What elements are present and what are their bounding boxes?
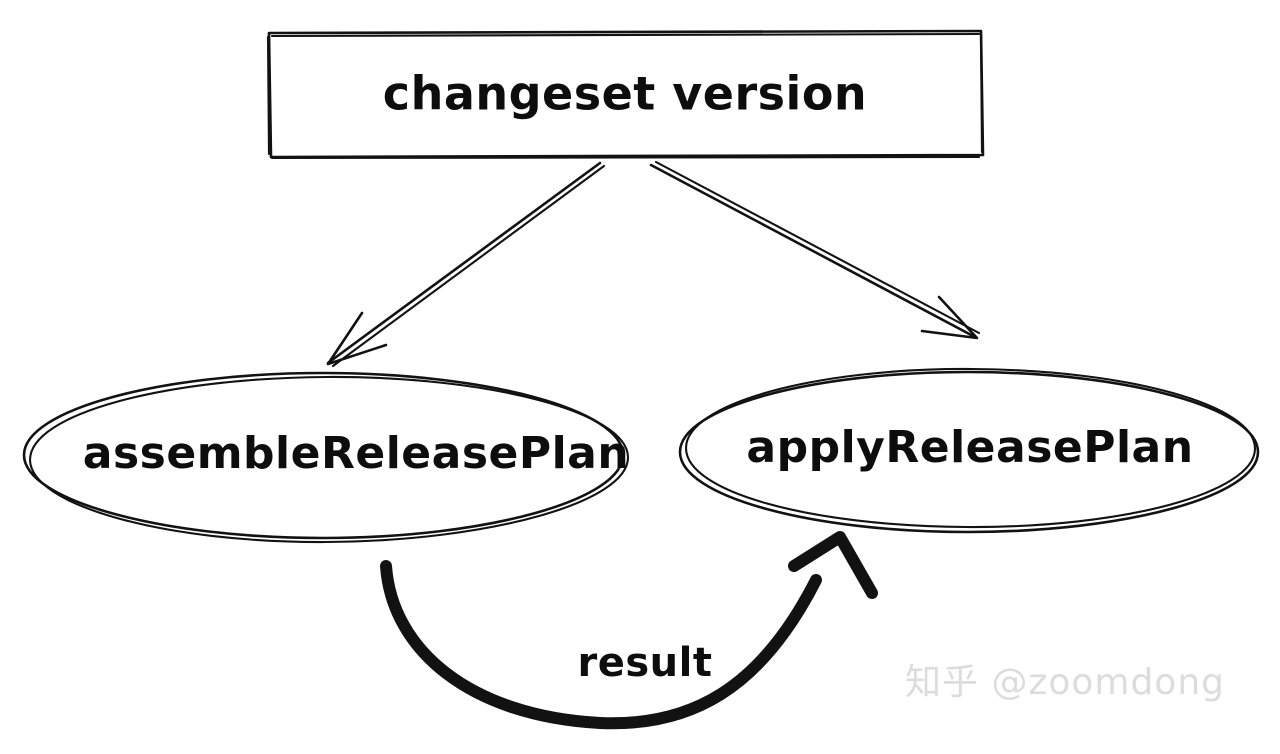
changeset-version-box-outline-second-pass (266, 32, 984, 160)
node-apply-release-plan[interactable]: applyReleasePlan (678, 367, 1260, 534)
apply-release-plan-ellipse-outline (678, 370, 1260, 534)
edge-changeset-to-assemble-line-second-pass (331, 164, 606, 368)
apply-release-plan-label: applyReleasePlan (746, 422, 1193, 473)
edge-changeset-to-assemble-line (326, 161, 602, 365)
watermark-label: 知乎 @zoomdong (905, 662, 1225, 703)
edge-assemble-to-apply-curve (380, 560, 822, 730)
edge-label-result: result (578, 640, 713, 686)
changeset-version-box-outline (267, 29, 985, 159)
apply-release-plan-ellipse-second-pass (684, 367, 1257, 529)
edge-changeset-to-apply-line (649, 163, 977, 339)
edge-changeset-to-apply (649, 160, 981, 340)
edge-changeset-to-apply-line-second-pass (654, 160, 981, 335)
edge-assemble-to-apply: result (380, 531, 878, 730)
assemble-release-plan-ellipse-outline (22, 371, 625, 540)
assemble-release-plan-label: assembleReleasePlan (83, 428, 629, 479)
edge-changeset-to-assemble-arrowhead (326, 311, 388, 366)
edge-assemble-to-apply-arrowhead (788, 531, 878, 599)
edge-changeset-to-apply-arrowhead (920, 295, 979, 340)
assemble-release-plan-ellipse-second-pass (28, 375, 630, 544)
node-changeset-version[interactable]: changeset version (266, 29, 985, 160)
node-assemble-release-plan[interactable]: assembleReleasePlan (22, 371, 630, 544)
changeset-version-label: changeset version (383, 67, 867, 121)
edge-changeset-to-assemble (326, 161, 606, 368)
